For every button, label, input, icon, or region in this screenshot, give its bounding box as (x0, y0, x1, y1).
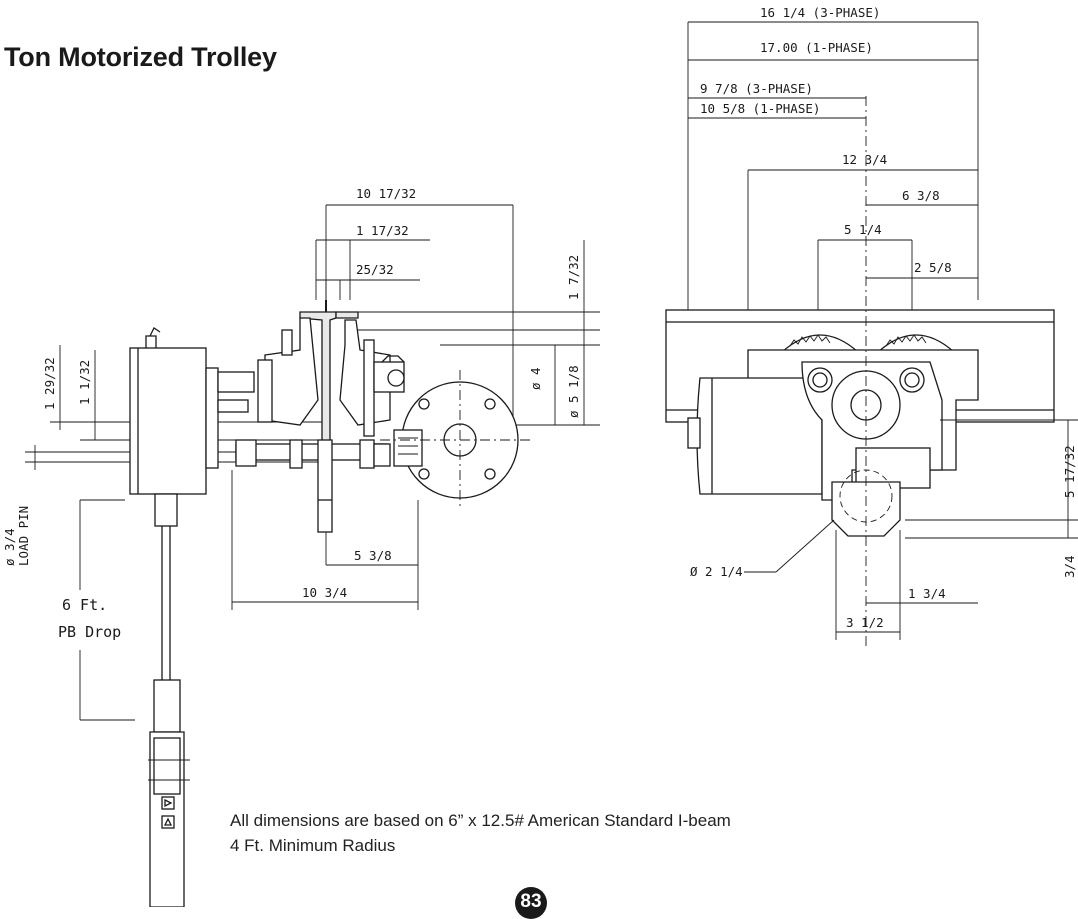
dim-wheel: ø 4 (528, 367, 543, 390)
dim-bottom: 10 3/4 (302, 585, 347, 600)
front-view: 16 1/4 (3-PHASE) 17.00 (1-PHASE) 9 7/8 (… (665, 5, 1078, 650)
pb-drop-label-1: 6 Ft. (62, 596, 107, 614)
page-title: Ton Motorized Trolley (4, 42, 277, 72)
pb-drop-label-2: PB Drop (58, 623, 121, 641)
dim-center: 5 3/8 (354, 548, 392, 563)
dim-motor-1phase: 10 5/8 (1-PHASE) (700, 101, 820, 116)
dim-motor-3phase: 9 7/8 (3-PHASE) (700, 81, 813, 96)
dim-width: 3 1/2 (846, 615, 884, 630)
dim-offset: 1 3/4 (908, 586, 946, 601)
dim-a: 1 29/32 (42, 357, 57, 410)
dim-half-wheels: 2 5/8 (914, 260, 952, 275)
dim-half-frame: 6 3/8 (902, 188, 940, 203)
dim-overall: 10 17/32 (356, 186, 416, 201)
note-radius: 4 Ft. Minimum Radius (230, 836, 396, 855)
dim-web: 25/32 (356, 262, 394, 277)
note-ibeam: All dimensions are based on 6” x 12.5# A… (230, 811, 731, 830)
dim-load-pin: ø 3/4 (2, 528, 17, 566)
dim-height: 5 17/32 (1062, 445, 1077, 498)
side-view: 10 17/32 1 17/32 25/32 ø 4 ø 5 1/8 1 7/3… (2, 186, 600, 907)
dim-flange: 1 17/32 (356, 223, 409, 238)
load-pin-label: LOAD PIN (16, 506, 31, 566)
dim-b: 1 1/32 (77, 360, 92, 405)
dim-wheel-outer: ø 5 1/8 (566, 365, 581, 418)
dim-wheels: 5 1/4 (844, 222, 882, 237)
dim-overall-3phase: 16 1/4 (3-PHASE) (760, 5, 880, 20)
dim-frame: 12 3/4 (842, 152, 887, 167)
dim-overall-1phase: 17.00 (1-PHASE) (760, 40, 873, 55)
dim-top: 1 7/32 (566, 255, 581, 300)
page-number: 83 (515, 887, 547, 919)
dim-pin-dia: Ø 2 1/4 (690, 564, 743, 579)
dim-small: 3/4 (1062, 555, 1077, 578)
